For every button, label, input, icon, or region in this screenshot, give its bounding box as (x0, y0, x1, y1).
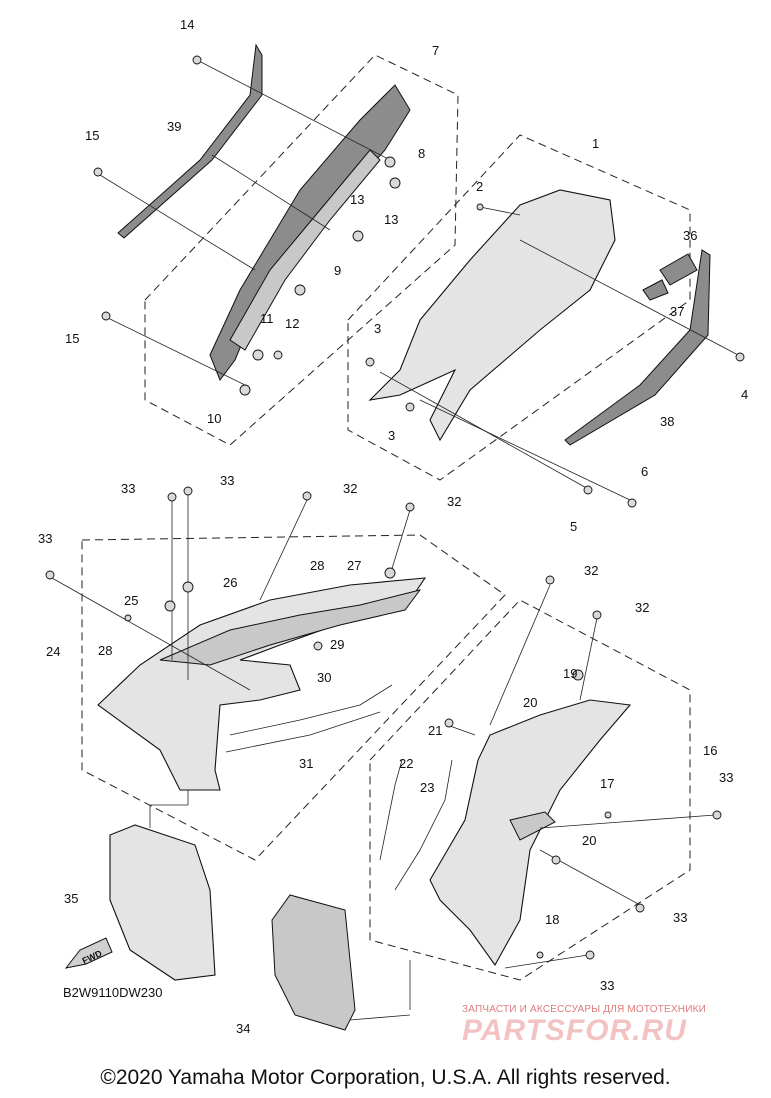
callout-11: 11 (260, 311, 274, 326)
callout-21: 21 (428, 723, 442, 738)
callout-20b: 20 (582, 833, 596, 848)
callout-32c: 32 (584, 563, 598, 578)
callout-13b: 13 (350, 192, 364, 207)
callout-4: 4 (741, 387, 748, 402)
radiator-cover-35 (109, 824, 216, 981)
callout-14: 14 (180, 17, 194, 32)
callout-16: 16 (703, 743, 717, 758)
emblem-36 (659, 253, 698, 286)
callout-15b: 15 (65, 331, 79, 346)
callout-27: 27 (347, 558, 361, 573)
group-7-boundary (144, 54, 459, 446)
callout-28b: 28 (98, 643, 112, 658)
watermark-tagline: ЗАПЧАСТИ И АКСЕССУАРЫ ДЛЯ МОТОТЕХНИКИ (462, 1004, 707, 1015)
callout-39: 39 (167, 119, 181, 134)
callout-33a: 33 (121, 481, 135, 496)
hardware (45, 55, 745, 960)
callout-33e: 33 (673, 910, 687, 925)
callout-35: 35 (64, 891, 78, 906)
group-24-boundary (81, 534, 506, 861)
callout-6: 6 (641, 464, 648, 479)
trim-line-23 (394, 759, 453, 891)
trim-line-30 (229, 684, 393, 736)
callout-3b: 3 (388, 428, 395, 443)
callout-25: 25 (124, 593, 138, 608)
callout-37: 37 (670, 304, 684, 319)
callout-17: 17 (600, 776, 614, 791)
callout-5: 5 (570, 519, 577, 534)
inner-panel-7 (209, 84, 411, 382)
callout-20a: 20 (523, 695, 537, 710)
fwd-arrow-icon: FWD (64, 937, 113, 969)
callout-19: 19 (563, 666, 577, 681)
callout-3a: 3 (374, 321, 381, 336)
group-16-boundary (369, 599, 691, 981)
copyright-notice: ©2020 Yamaha Motor Corporation, U.S.A. A… (100, 1066, 671, 1089)
callout-32d: 32 (635, 600, 649, 615)
callout-2: 2 (476, 179, 483, 194)
callout-13a: 13 (384, 212, 398, 227)
callout-26: 26 (223, 575, 237, 590)
callout-28a: 28 (310, 558, 324, 573)
callout-8: 8 (418, 146, 425, 161)
callout-38: 38 (660, 414, 674, 429)
callout-24: 24 (46, 644, 60, 659)
callout-32b: 32 (447, 494, 461, 509)
cowling-16-bracket (509, 811, 556, 841)
callout-33d: 33 (719, 770, 733, 785)
callout-15a: 15 (85, 128, 99, 143)
callout-34: 34 (236, 1021, 250, 1036)
cowling-24-inner (159, 589, 422, 666)
radiator-guard-34 (271, 894, 356, 1031)
trim-line-22 (379, 759, 403, 861)
callout-1: 1 (592, 136, 599, 151)
callout-22: 22 (399, 756, 413, 771)
trim-strip-38 (564, 249, 711, 446)
callout-33f: 33 (600, 978, 614, 993)
callout-29: 29 (330, 637, 344, 652)
callout-33b: 33 (220, 473, 234, 488)
side-cover-1 (368, 189, 616, 442)
callout-33c: 33 (38, 531, 52, 546)
trim-line-31 (225, 711, 381, 753)
callout-18: 18 (545, 912, 559, 927)
callout-7: 7 (432, 43, 439, 58)
inner-panel-7-rib (229, 149, 381, 351)
callout-32a: 32 (343, 481, 357, 496)
emblem-37 (642, 279, 669, 301)
drawing-code: B2W9110DW230 (63, 985, 162, 1000)
group-1-boundary (347, 134, 691, 481)
callout-10: 10 (207, 411, 221, 426)
watermark-logo: PARTSFOR.RU (462, 1014, 687, 1047)
side-cowling-24 (97, 577, 427, 791)
leader-lines (51, 59, 741, 1021)
callouts: 14 7 15 39 8 13 13 9 11 12 15 10 1 2 36 … (38, 17, 748, 1036)
callout-36: 36 (683, 228, 697, 243)
callout-30: 30 (317, 670, 331, 685)
callout-9: 9 (334, 263, 341, 278)
trim-strip-39 (117, 43, 263, 239)
callout-31: 31 (299, 756, 313, 771)
callout-12: 12 (285, 316, 299, 331)
callout-23: 23 (420, 780, 434, 795)
